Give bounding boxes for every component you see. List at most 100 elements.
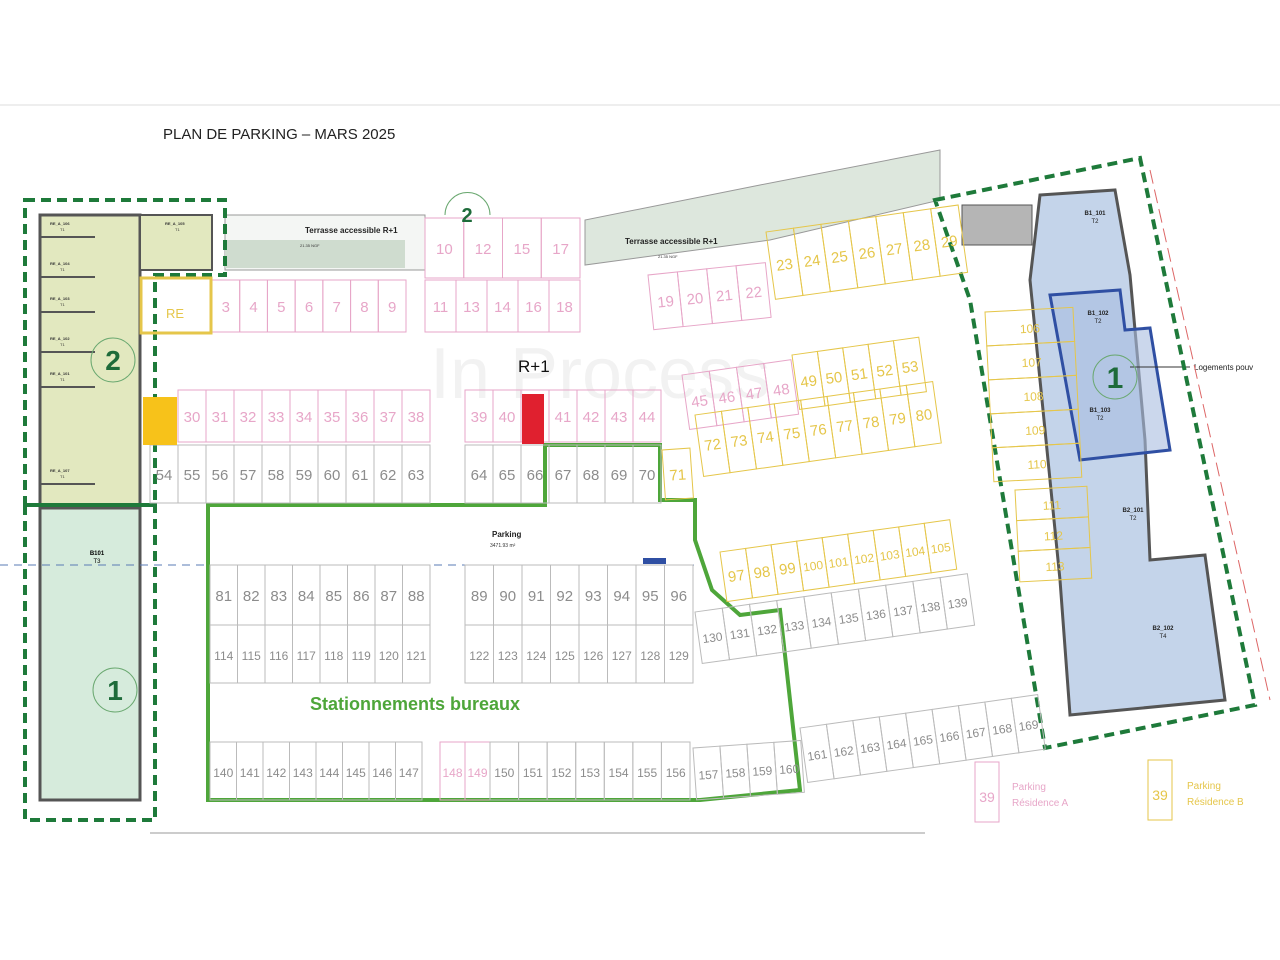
- parking-stall[interactable]: 160: [773, 739, 805, 795]
- parking-stall[interactable]: 152: [546, 741, 577, 801]
- parking-stall[interactable]: 121: [402, 624, 431, 684]
- parking-stall[interactable]: 55: [177, 444, 207, 504]
- parking-stall[interactable]: 136: [857, 584, 894, 642]
- parking-stall[interactable]: 113: [1017, 546, 1093, 583]
- parking-stall[interactable]: 37: [373, 389, 403, 443]
- parking-stall[interactable]: 140: [209, 741, 237, 801]
- parking-stall[interactable]: 90: [493, 564, 523, 626]
- parking-stall[interactable]: 100: [796, 537, 830, 592]
- parking-stall[interactable]: 118: [319, 624, 348, 684]
- parking-stall[interactable]: 80: [905, 381, 942, 448]
- parking-stall[interactable]: 142: [262, 741, 290, 801]
- parking-stall[interactable]: 62: [373, 444, 403, 504]
- parking-stall[interactable]: 56: [205, 444, 235, 504]
- parking-stall[interactable]: 130: [694, 607, 731, 665]
- parking-stall[interactable]: 12: [463, 217, 503, 279]
- parking-stall[interactable]: 120: [374, 624, 403, 684]
- parking-stall[interactable]: 161: [799, 723, 835, 784]
- parking-stall[interactable]: 123: [493, 624, 523, 684]
- parking-stall[interactable]: 65: [492, 444, 522, 504]
- parking-stall[interactable]: 78: [852, 388, 890, 455]
- parking-stall[interactable]: 125: [550, 624, 580, 684]
- parking-stall[interactable]: 86: [347, 564, 376, 626]
- parking-stall[interactable]: 124: [521, 624, 551, 684]
- parking-stall[interactable]: 77: [826, 392, 863, 459]
- parking-stall[interactable]: 93: [578, 564, 608, 626]
- parking-stall[interactable]: 29: [930, 204, 969, 277]
- parking-stall[interactable]: 115: [237, 624, 266, 684]
- parking-stall[interactable]: 27: [875, 212, 914, 285]
- parking-stall[interactable]: 164: [878, 712, 914, 772]
- parking-stall[interactable]: 99: [770, 540, 805, 595]
- parking-stall[interactable]: 117: [292, 624, 321, 684]
- parking-stall[interactable]: 15: [502, 217, 542, 279]
- parking-stall[interactable]: 16: [517, 279, 550, 333]
- parking-stall[interactable]: 88: [402, 564, 431, 626]
- parking-stall[interactable]: 146: [368, 741, 396, 801]
- parking-stall[interactable]: 44: [632, 389, 662, 443]
- parking-stall[interactable]: 36: [345, 389, 375, 443]
- parking-stall[interactable]: 101: [821, 533, 856, 588]
- parking-stall[interactable]: 163: [852, 716, 888, 776]
- parking-stall[interactable]: 61: [345, 444, 375, 504]
- parking-stall[interactable]: 13: [455, 279, 488, 333]
- parking-stall[interactable]: 126: [578, 624, 608, 684]
- parking-stall[interactable]: 137: [885, 580, 921, 638]
- parking-stall[interactable]: 143: [289, 741, 317, 801]
- parking-stall[interactable]: 166: [931, 705, 967, 765]
- parking-stall[interactable]: 57: [233, 444, 263, 504]
- parking-stall[interactable]: 162: [825, 720, 862, 780]
- parking-stall[interactable]: 82: [237, 564, 266, 626]
- parking-stall[interactable]: 30: [177, 389, 207, 443]
- parking-stall[interactable]: 105: [923, 519, 958, 574]
- parking-stall[interactable]: 156: [660, 741, 691, 801]
- parking-stall[interactable]: 33: [261, 389, 291, 443]
- parking-stall[interactable]: 22: [735, 262, 772, 321]
- parking-stall[interactable]: 53: [892, 336, 927, 396]
- parking-stall[interactable]: 95: [635, 564, 665, 626]
- parking-stall[interactable]: 76: [800, 395, 837, 463]
- parking-stall[interactable]: 151: [518, 741, 548, 801]
- parking-stall[interactable]: 87: [374, 564, 403, 626]
- parking-stall[interactable]: 128: [635, 624, 665, 684]
- parking-stall[interactable]: 59: [289, 444, 319, 504]
- parking-stall[interactable]: 34: [289, 389, 319, 443]
- parking-stall[interactable]: 38: [401, 389, 431, 443]
- parking-stall[interactable]: 134: [803, 592, 839, 649]
- parking-stall[interactable]: 31: [205, 389, 235, 443]
- parking-stall[interactable]: 167: [957, 701, 994, 761]
- parking-stall[interactable]: 24: [792, 223, 831, 297]
- parking-stall[interactable]: 81: [209, 564, 238, 626]
- parking-stall[interactable]: 26: [847, 216, 886, 289]
- parking-stall[interactable]: 14: [486, 279, 519, 333]
- parking-stall[interactable]: 154: [603, 741, 634, 801]
- parking-stall[interactable]: 35: [317, 389, 347, 443]
- parking-stall[interactable]: 157: [692, 745, 725, 801]
- parking-stall[interactable]: 11: [424, 279, 457, 333]
- parking-stall[interactable]: 69: [604, 444, 634, 504]
- parking-stall[interactable]: 8: [350, 279, 379, 333]
- parking-stall[interactable]: 98: [744, 544, 779, 599]
- parking-stall[interactable]: 135: [830, 588, 867, 645]
- parking-stall[interactable]: 68: [576, 444, 606, 504]
- parking-stall[interactable]: 147: [395, 741, 423, 801]
- parking-stall[interactable]: 122: [464, 624, 494, 684]
- parking-stall[interactable]: 149: [464, 741, 491, 801]
- parking-stall[interactable]: 72: [694, 410, 731, 477]
- parking-stall[interactable]: 10: [424, 217, 465, 279]
- parking-stall[interactable]: 145: [342, 741, 370, 801]
- parking-stall[interactable]: 73: [720, 407, 758, 474]
- parking-stall[interactable]: 4: [239, 279, 268, 333]
- parking-stall[interactable]: 96: [664, 564, 694, 626]
- parking-stall[interactable]: 94: [607, 564, 637, 626]
- parking-stall[interactable]: 75: [773, 399, 810, 466]
- parking-stall[interactable]: 67: [548, 444, 578, 504]
- parking-stall[interactable]: 63: [401, 444, 431, 504]
- parking-stall[interactable]: 158: [719, 743, 752, 799]
- parking-stall[interactable]: 127: [607, 624, 637, 684]
- parking-stall[interactable]: 110: [991, 442, 1083, 483]
- parking-stall[interactable]: 168: [984, 697, 1020, 758]
- parking-stall[interactable]: 17: [540, 217, 581, 279]
- parking-stall[interactable]: 116: [264, 624, 293, 684]
- parking-stall[interactable]: 103: [872, 526, 907, 581]
